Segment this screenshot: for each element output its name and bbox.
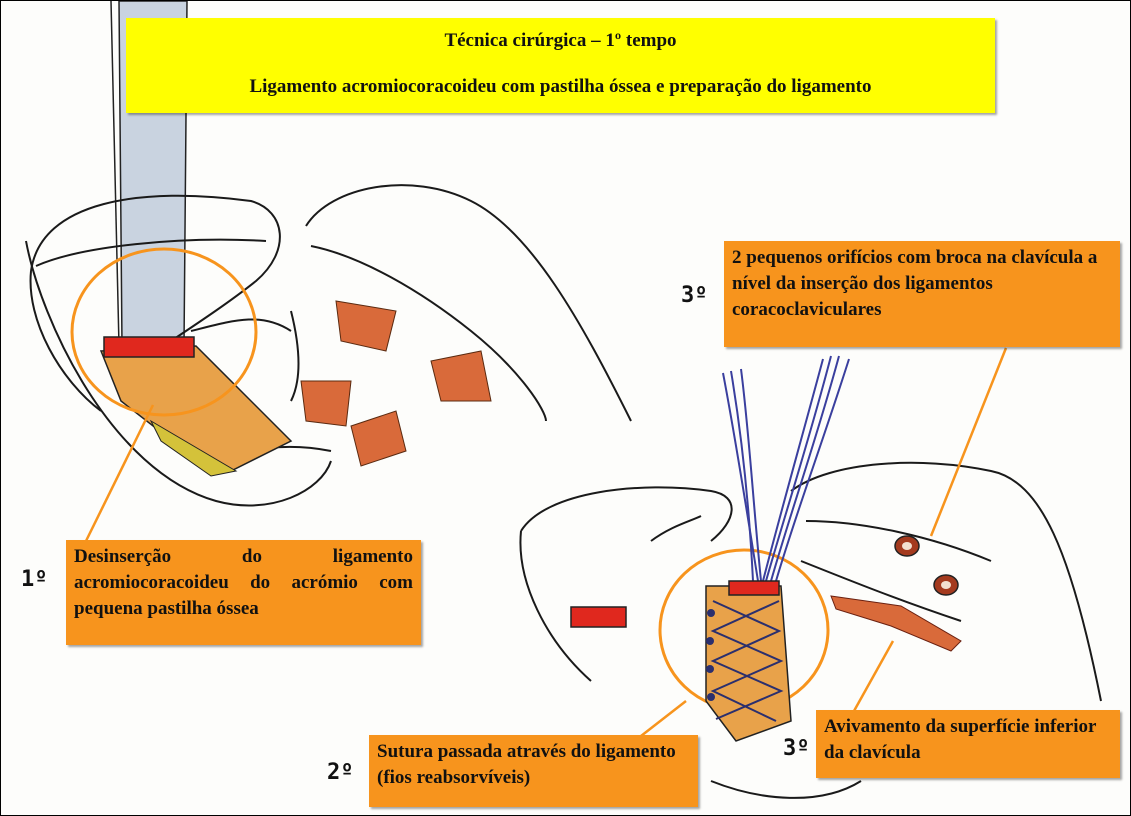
title-line-2: Ligamento acromiocoracoideu com pastilha…	[126, 64, 995, 110]
title-banner: Técnica cirúrgica – 1º tempo Ligamento a…	[126, 18, 995, 113]
suture-threads	[723, 356, 849, 581]
step-label-2: Sutura passada através do ligamento (fio…	[369, 735, 698, 807]
acromion-bone-bed	[571, 607, 626, 627]
step-number-1: 1º	[21, 567, 48, 592]
clavicle-freshened-surface	[831, 596, 961, 651]
step-number-2: 2º	[327, 760, 354, 785]
title-line-1: Técnica cirúrgica – 1º tempo	[126, 18, 995, 64]
step-number-3a: 3º	[681, 283, 708, 308]
acromiocoracoid-ligament-right	[706, 581, 791, 741]
ligament-fragments-left	[301, 301, 491, 466]
step-number-3b: 3º	[783, 736, 810, 761]
step-label-1: Desinserção do ligamento acromiocoracoid…	[66, 540, 421, 645]
step-label-3b: Avivamento da superfície inferior da cla…	[816, 710, 1120, 778]
step-label-3a: 2 pequenos orifícios com broca na clavíc…	[724, 241, 1120, 347]
